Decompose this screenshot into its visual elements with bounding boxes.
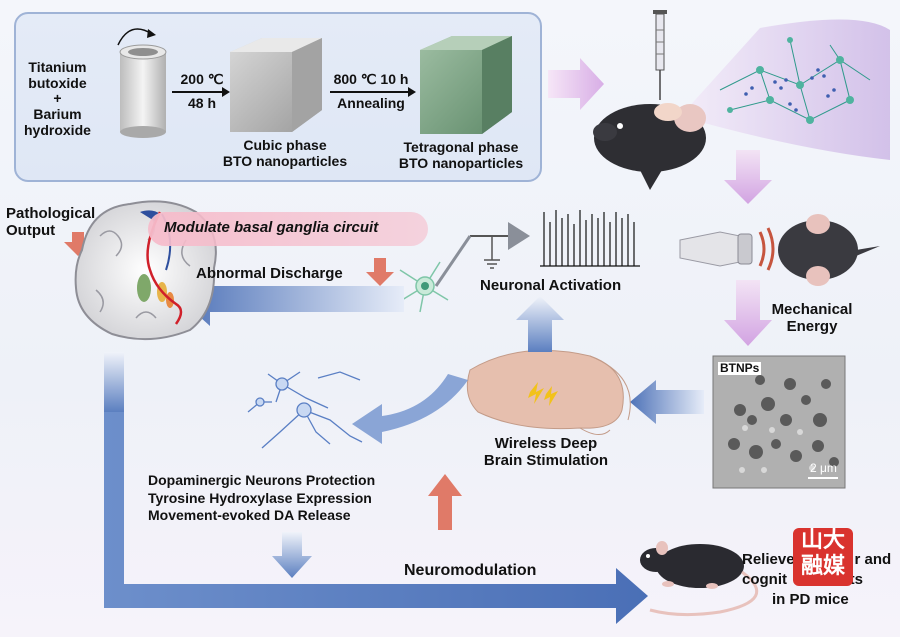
precursor-line: Barium [33,106,82,123]
reactor-vessel-icon [117,28,167,138]
flow-arrow-to-neuromodulation [272,532,312,578]
cubic-phase-label: Cubic phase BTO nanoparticles [210,137,360,169]
relieve-part: cognit [742,571,787,588]
wireless-line: Wireless Deep [494,435,598,452]
logo-char: 融 [800,554,823,579]
flow-arrow-to-injection [548,58,604,110]
electrode-icon [434,222,530,287]
dopaminergic-neurons-icon [247,371,363,449]
stimulated-neuron-icon [399,261,449,313]
step1-condition-bottom: 48 h [187,95,216,111]
flow-arrow-neuron-to-brain [180,272,404,326]
rat-icon [640,541,759,617]
effect-item: Dopaminergic Neurons Protection [148,472,376,488]
pathological-output-label: Pathological Output [6,205,96,240]
flow-arrow-to-btnps [724,280,772,346]
tetragonal-phase-label: Tetragonal phase BTO nanoparticles [386,139,536,171]
btnps-sem-image [712,355,846,489]
mechanical-energy-label: Mechanical Energy [762,301,862,336]
mechanical-line: Energy [786,317,838,335]
cubic-line: Cubic phase [243,137,327,153]
relieve-part: r and [854,551,892,568]
precursor-line: + [53,90,62,107]
syringe-icon [653,10,667,100]
btnps-label: BTNPs [718,361,762,376]
precursor-line: Titanium [28,59,87,75]
watermark-logo: 山大 融媒 [793,528,853,586]
arrow-fade [104,352,124,412]
abnormal-discharge-red-arrow [366,258,394,286]
tetragonal-bto-cube-icon [420,36,512,134]
modulate-circuit-label: Modulate basal ganglia circuit [164,219,379,236]
logo-char: 大 [823,528,846,553]
cubic-line: BTO nanoparticles [222,152,348,169]
wireless-line: Brain Stimulation [483,451,609,469]
relieve-part: Relieve [742,551,795,568]
abnormal-discharge-label: Abnormal Discharge [196,265,343,282]
neuron-cells-icon [727,37,854,124]
flow-arrow-to-neurons [352,374,468,444]
logo-row: 融媒 [793,554,853,580]
pathological-line: Pathological [6,205,96,222]
step2-condition-top: 800 ℃ 10 h [333,71,409,87]
effects-list: Dopaminergic Neurons Protection Tyrosine… [148,472,375,525]
mechanical-line: Mechanical [771,301,853,318]
logo-row: 山大 [793,528,853,554]
tetragonal-line: Tetragonal phase [403,139,519,155]
precursor-label: Titanium butoxide + Barium hydroxide [24,59,91,138]
ultrasound-probe-icon [679,231,753,267]
scale-bar-label: 2 μm [810,461,837,475]
logo-char: 山 [800,528,823,553]
neuron-zoom-cone [686,19,890,161]
flow-arrow-to-activation [516,296,564,352]
cubic-bto-cube-icon [230,38,322,132]
precursor-line: hydroxide [24,121,91,138]
neuronal-activation-label: Neuronal Activation [480,277,622,294]
neuromodulation-label: Neuromodulation [404,562,537,579]
step2-condition-bottom: Annealing [337,95,405,111]
increase-red-arrow [428,474,462,530]
relieve-line-1: Relieve r and [742,551,892,569]
mouse-brain-sagittal-icon [466,349,631,435]
flow-arrow-to-ultrasound [724,150,772,204]
wireless-dbs-label: Wireless Deep Brain Stimulation [464,435,628,470]
pathological-red-arrow [64,232,92,256]
synthesis-arrow-1 [172,87,230,97]
modulate-pill [148,212,428,246]
flow-arrow-to-brain [630,380,704,424]
synthesis-arrow-2 [330,87,416,97]
logo-char: 媒 [823,554,846,579]
neuromodulation-main-arrow [104,352,648,624]
mouse-top-view-icon [778,214,880,286]
effect-item: Movement-evoked DA Release [148,507,351,523]
ultrasound-waves-icon [758,227,775,271]
relieve-line-3: in PD mice [772,591,849,608]
nanoparticle-dots [744,68,836,112]
pathological-line: Output [6,221,56,239]
tetragonal-line: BTO nanoparticles [398,154,524,171]
mouse-injection-icon [593,103,706,190]
step1-condition-top: 200 ℃ [180,71,224,87]
precursor-line: butoxide [28,74,87,91]
spike-train-icon [540,210,640,267]
effect-item: Tyrosine Hydroxylase Expression [148,489,372,506]
